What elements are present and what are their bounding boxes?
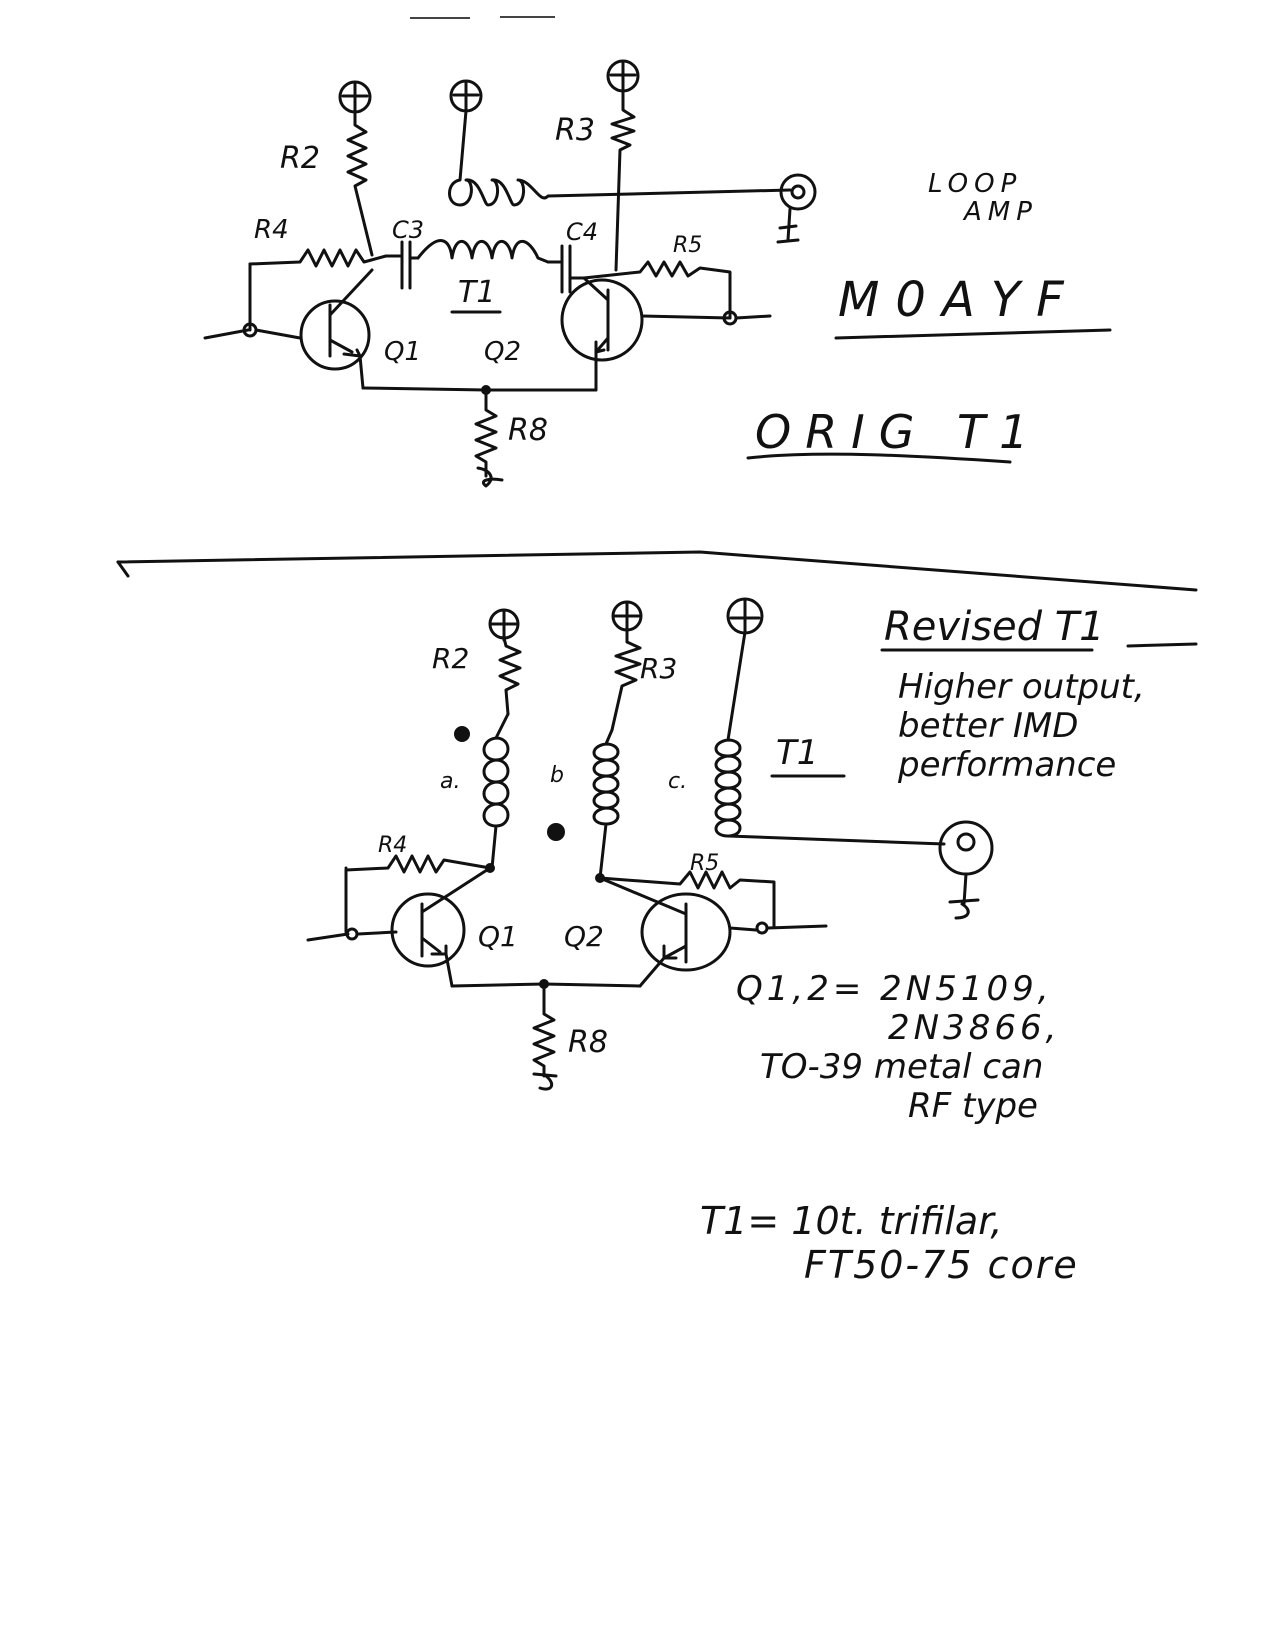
label-r4-bottom: R4 <box>378 833 407 858</box>
supply-terminal-r2-bottom <box>488 608 520 642</box>
inductor-output-winding-top <box>448 109 792 207</box>
resistor-r4-top <box>248 248 388 268</box>
supply-terminal-t1 <box>449 79 483 113</box>
label-r3-top: R3 <box>555 113 595 148</box>
input-wire-right-top <box>734 314 772 320</box>
note-line-1: Higher output, <box>898 667 1145 707</box>
resistor-r2-top <box>346 110 374 257</box>
label-q2-top: Q2 <box>484 337 521 367</box>
winding-c <box>714 630 946 846</box>
winding-b <box>592 728 620 880</box>
phase-dot-b <box>547 823 565 841</box>
callsign-underline <box>834 328 1112 340</box>
capacitor-c3-top <box>384 240 420 290</box>
note-line-2: better IMD <box>898 706 1079 747</box>
label-r2-bottom: R2 <box>432 642 469 675</box>
revised-t1-schematic: R2 R3 a. b c. T1 R4 <box>306 597 1198 1091</box>
parts-line-4: RF type <box>908 1086 1038 1127</box>
label-winding-b: b <box>550 763 564 788</box>
label-winding-c: c. <box>668 769 687 794</box>
divider-tick <box>116 560 130 578</box>
section-divider <box>116 550 1198 592</box>
transistor-q1-bottom <box>390 866 492 988</box>
wire-base-q1-bottom <box>356 930 398 936</box>
resistor-r5-top <box>582 260 732 320</box>
note-line-3: performance <box>898 745 1117 786</box>
capacitor-c4-top <box>546 244 586 294</box>
ground-r8-bottom <box>532 1072 558 1091</box>
original-t1-schematic: R2 R3 C3 C4 <box>203 59 1112 488</box>
label-r5-bottom: R5 <box>690 851 719 876</box>
parts-line-1: Q1,2= 2N5109, <box>736 969 1053 1009</box>
label-t1-top: T1 <box>458 275 495 310</box>
emitter-bus-top <box>361 386 598 392</box>
t1-notes: T1= 10t. trifilar, FT50-75 core <box>700 1199 1079 1287</box>
revised-heading-underline-t1 <box>1126 642 1198 648</box>
label-q1-bottom: Q1 <box>478 920 518 953</box>
wire-base-q1-top <box>254 328 302 340</box>
resistor-r2-bottom <box>498 636 522 716</box>
label-q1-top: Q1 <box>384 337 421 367</box>
label-r3-bottom: R3 <box>640 652 677 685</box>
input-wire-right-bottom <box>766 924 828 930</box>
transistor-q2-top <box>560 276 732 392</box>
t1-note-line-2: FT50-75 core <box>804 1242 1079 1287</box>
output-connector-bottom <box>938 820 994 920</box>
resistor-r8-bottom <box>532 982 556 1078</box>
ground-r8-top <box>476 466 504 488</box>
inductor-t1-primary-top <box>416 239 550 264</box>
label-r2-top: R2 <box>280 141 320 176</box>
resistor-r5-bottom <box>598 870 776 928</box>
title-amp: AMP <box>962 197 1038 227</box>
phase-dot-a <box>454 726 470 742</box>
supply-terminal-r2 <box>338 80 372 114</box>
parts-line-3: TO-39 metal can <box>760 1047 1044 1088</box>
transistor-q2-bottom <box>598 876 758 988</box>
resistor-r4-body-bottom <box>344 854 492 934</box>
title-loop: LOOP <box>928 169 1022 199</box>
label-t1-bottom: T1 <box>776 733 818 773</box>
input-wire-bottom <box>306 932 350 942</box>
parts-line-2: 2N3866, <box>888 1008 1061 1049</box>
orig-t1-underline <box>746 452 1012 464</box>
label-c4-top: C4 <box>566 218 598 246</box>
label-winding-a: a. <box>440 769 460 794</box>
orig-t1-label: ORIG T1 <box>755 405 1042 459</box>
revised-t1-heading: Revised T1 <box>884 604 1105 650</box>
winding-a <box>482 712 510 870</box>
output-connector-top <box>776 173 817 244</box>
resistor-r3-top <box>610 89 636 272</box>
supply-terminal-r3-bottom <box>611 600 643 634</box>
label-r8-bottom: R8 <box>568 1025 608 1060</box>
label-c3-top: C3 <box>392 216 424 244</box>
label-r8-top: R8 <box>508 413 548 448</box>
transistor-q1-top <box>299 268 374 390</box>
label-r5-top: R5 <box>673 233 702 258</box>
supply-terminal-c-bottom <box>726 597 764 635</box>
input-node-bottom <box>345 927 359 941</box>
input-wire-top <box>203 328 250 340</box>
input-node-right-bottom <box>755 921 769 935</box>
callsign: M0AYF <box>838 272 1080 328</box>
parts-notes: Q1,2= 2N5109, 2N3866, TO-39 metal can RF… <box>736 969 1061 1127</box>
label-r4-top: R4 <box>254 215 289 245</box>
supply-terminal-r3 <box>606 59 640 93</box>
t1-note-line-1: T1= 10t. trifilar, <box>700 1199 1003 1243</box>
resistor-r3-bottom <box>610 630 642 732</box>
label-q2-bottom: Q2 <box>564 920 604 953</box>
resistor-r8-top <box>474 388 498 478</box>
revised-notes: Higher output, better IMD performance <box>898 667 1145 786</box>
